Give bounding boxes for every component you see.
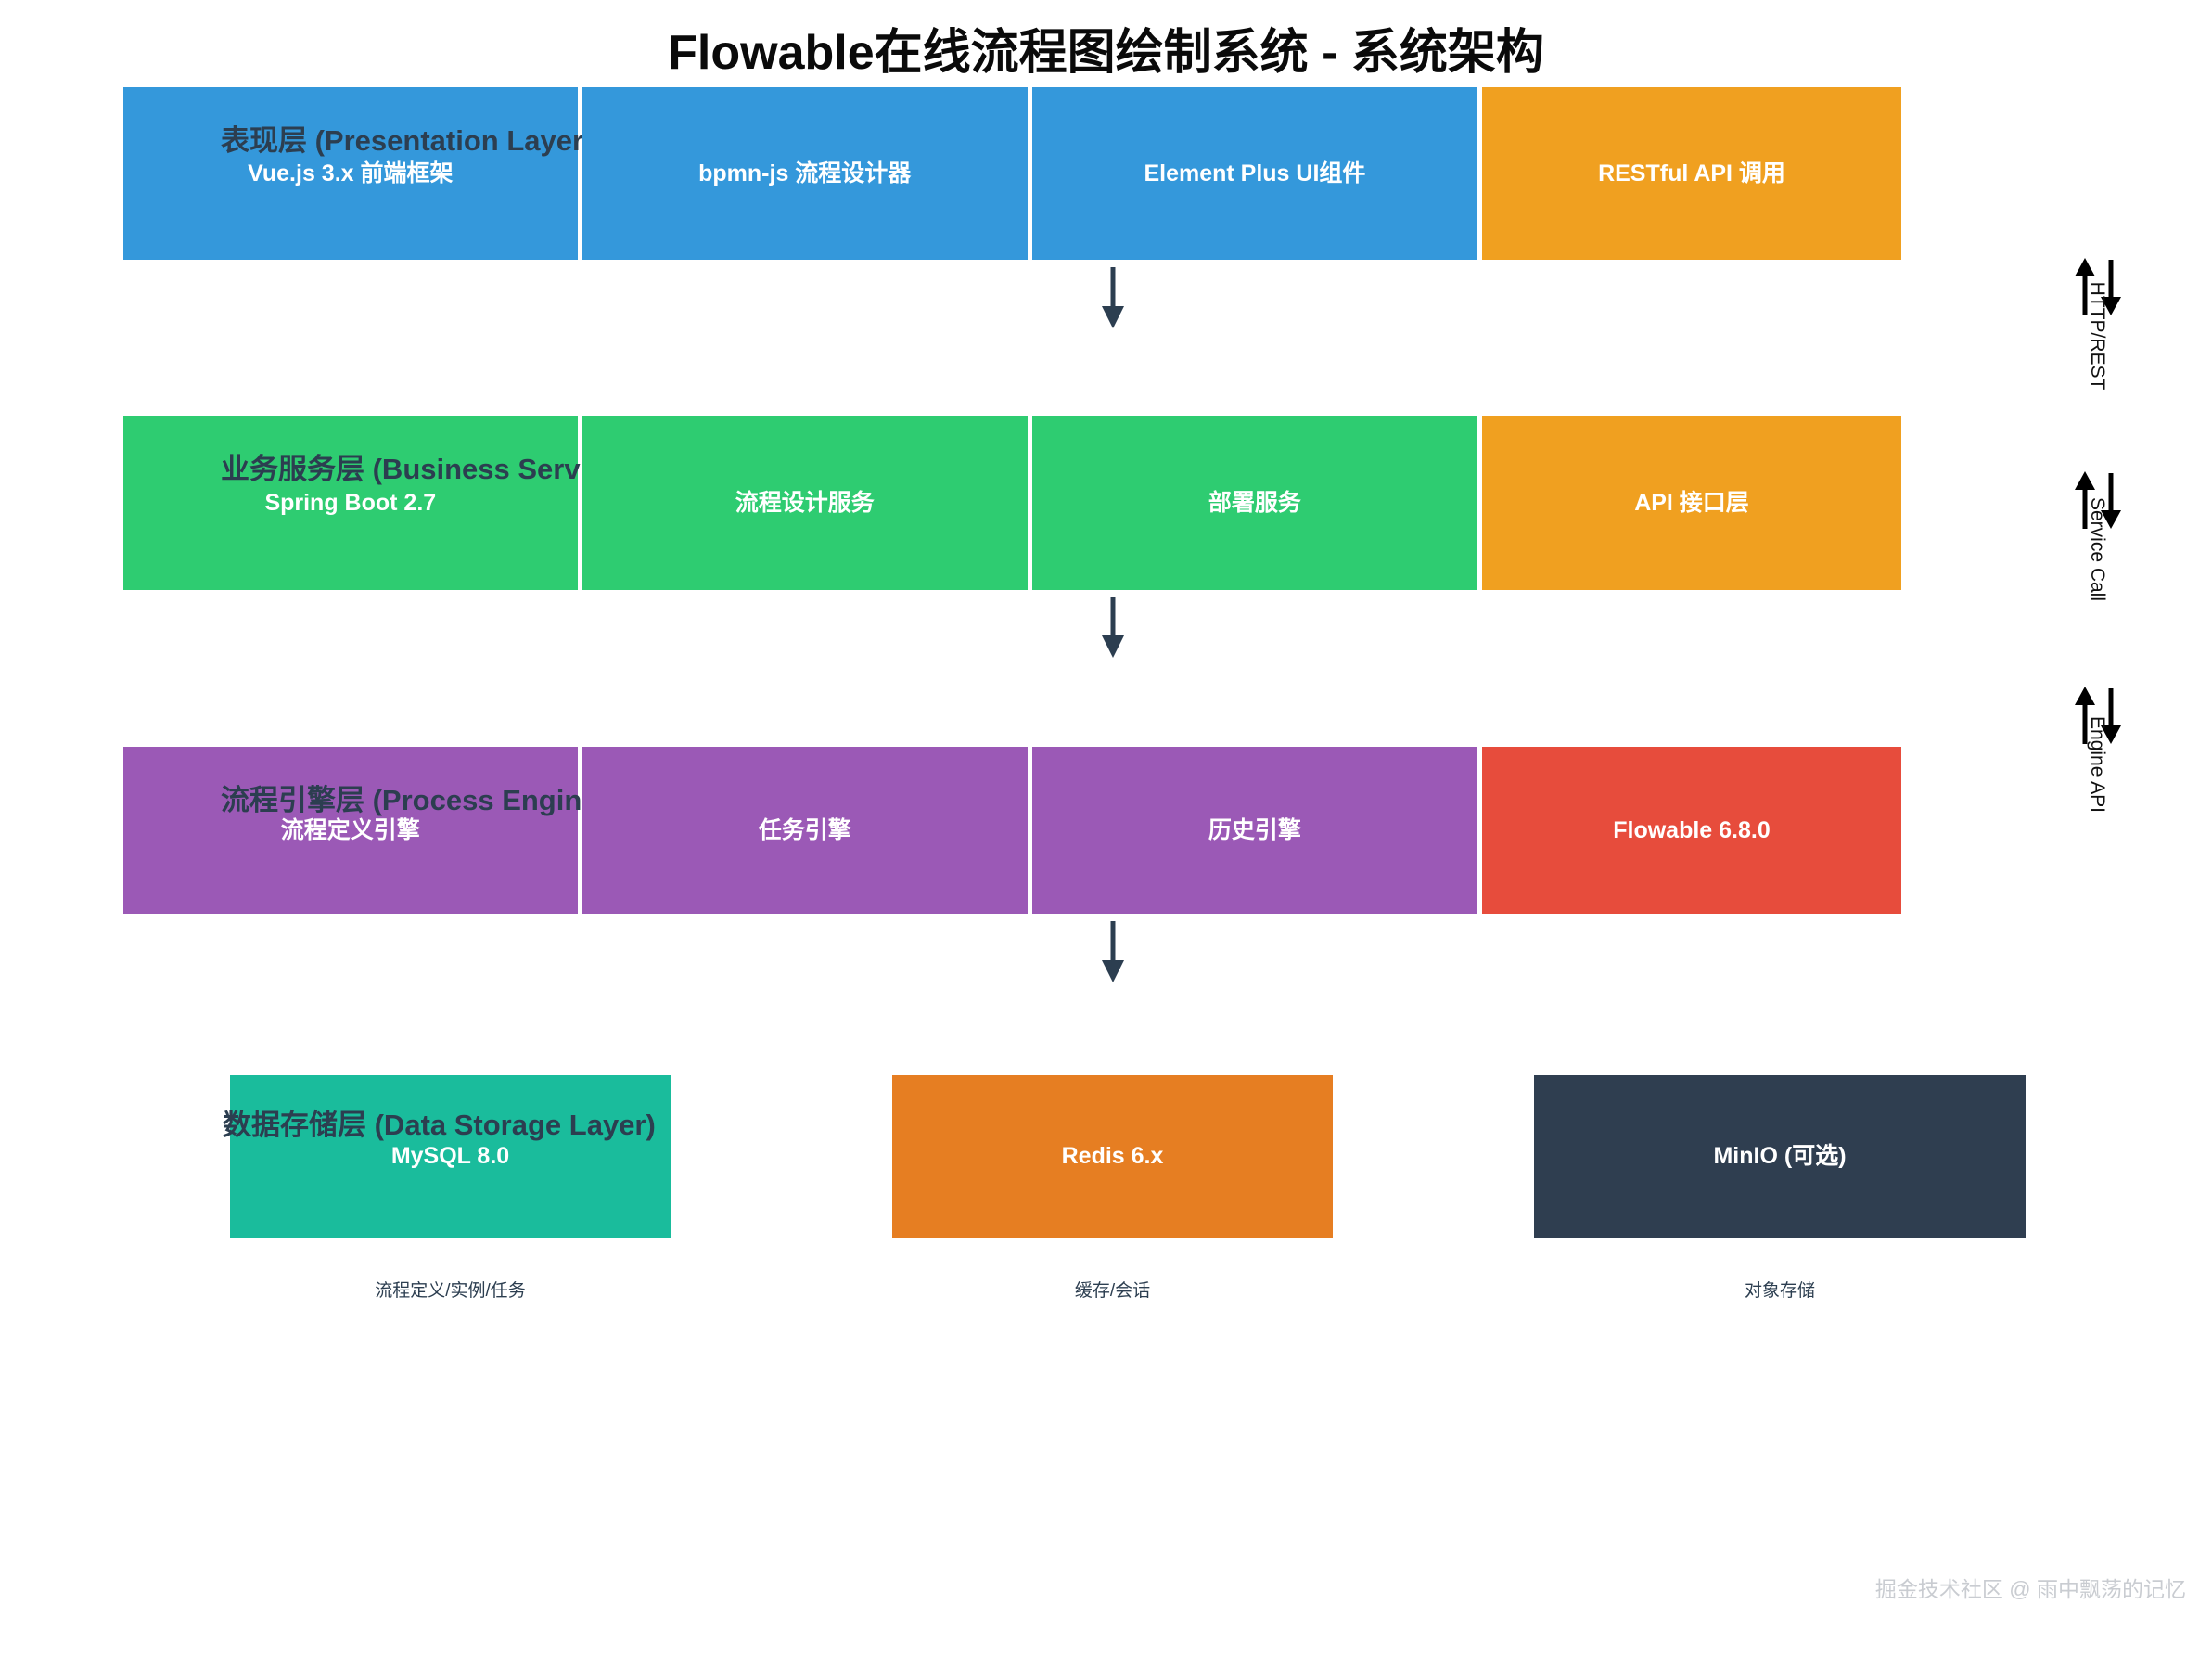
- layer-cell-bpmnjs[interactable]: bpmn-js 流程设计器: [582, 87, 1032, 260]
- layer-cell-label: bpmn-js 流程设计器: [698, 160, 912, 186]
- flow-arrow-down: [1094, 597, 1132, 660]
- bidirectional-arrows-icon: [2072, 687, 2128, 746]
- side-annotation-http-rest: HTTP/REST: [2057, 258, 2168, 453]
- layer-band-business: Spring Boot 2.7 业务服务层 (Business Service …: [123, 416, 1901, 590]
- bidirectional-arrows-icon: [2072, 258, 2128, 317]
- flow-arrow-down: [1094, 267, 1132, 330]
- storage-box-label: MinIO (可选): [1713, 1143, 1847, 1169]
- layer-cell-history-engine[interactable]: 历史引擎: [1031, 747, 1483, 914]
- layer-cell-vue[interactable]: Vue.js 3.x 前端框架 表现层 (Presentation Layer): [123, 87, 593, 260]
- layer-cell-label: 部署服务: [1208, 489, 1301, 516]
- layer-cell-label: 历史引擎: [1208, 816, 1301, 843]
- layer-cell-process-design-service[interactable]: 流程设计服务: [582, 416, 1032, 590]
- layer-cell-label: 流程设计服务: [735, 489, 875, 516]
- layer-cell-spring-boot[interactable]: Spring Boot 2.7 业务服务层 (Business Service …: [123, 416, 714, 590]
- layer-cell-restful-api[interactable]: RESTful API 调用: [1482, 87, 1901, 260]
- storage-box-redis[interactable]: Redis 6.x: [892, 1075, 1333, 1238]
- bidirectional-arrows-icon: [2072, 471, 2128, 531]
- layer-cell-label: Spring Boot 2.7: [264, 489, 437, 516]
- layer-cell-task-engine[interactable]: 任务引擎: [582, 747, 1032, 914]
- layer-cell-label: 任务引擎: [758, 816, 851, 843]
- layer-cell-process-definition-engine[interactable]: 流程定义引擎 流程引擎层 (Process Engine Layer): [123, 747, 692, 914]
- storage-caption-minio: 对象存储: [1744, 1281, 1815, 1301]
- watermark: 掘金技术社区 @ 雨中飘荡的记忆: [1874, 1577, 2186, 1601]
- storage-box-mysql[interactable]: MySQL 8.0: [230, 1075, 671, 1238]
- layer-cell-label: Flowable 6.8.0: [1613, 816, 1771, 843]
- layer-cell-label: Vue.js 3.x 前端框架: [248, 160, 454, 186]
- layer-cell-label: API 接口层: [1634, 489, 1749, 516]
- side-annotation-service-call: Service Call: [2057, 471, 2168, 666]
- layer-cell-element-plus[interactable]: Element Plus UI组件: [1031, 87, 1483, 260]
- layer-band-process-engine: 流程定义引擎 流程引擎层 (Process Engine Layer) 任务引擎…: [123, 747, 1901, 914]
- layer-cell-deploy-service[interactable]: 部署服务: [1031, 416, 1483, 590]
- side-annotation-label: Engine API: [2087, 716, 2108, 813]
- side-annotation-engine-api: Engine API: [2057, 687, 2168, 881]
- storage-box-label: Redis 6.x: [1061, 1143, 1164, 1169]
- layer-cell-label: 流程定义引擎: [280, 816, 420, 843]
- side-annotation-label: Service Call: [2087, 496, 2108, 602]
- layer-cell-api-interface[interactable]: API 接口层: [1482, 416, 1901, 590]
- layer-cell-flowable[interactable]: Flowable 6.8.0: [1482, 747, 1901, 914]
- flow-arrow-down: [1094, 921, 1132, 984]
- storage-caption-redis: 缓存/会话: [1074, 1281, 1151, 1301]
- storage-box-label: MySQL 8.0: [390, 1143, 510, 1169]
- page-title: Flowable在线流程图绘制系统 - 系统架构: [668, 26, 1544, 80]
- layer-cell-label: Element Plus UI组件: [1144, 160, 1366, 186]
- storage-caption-mysql: 流程定义/实例/任务: [375, 1281, 526, 1301]
- layer-band-presentation: Vue.js 3.x 前端框架 表现层 (Presentation Layer)…: [123, 87, 1901, 260]
- storage-box-minio[interactable]: MinIO (可选): [1534, 1075, 2026, 1238]
- side-annotation-label: HTTP/REST: [2087, 281, 2108, 391]
- layer-heading-presentation: 表现层 (Presentation Layer): [221, 124, 594, 157]
- layer-cell-label: RESTful API 调用: [1598, 160, 1785, 186]
